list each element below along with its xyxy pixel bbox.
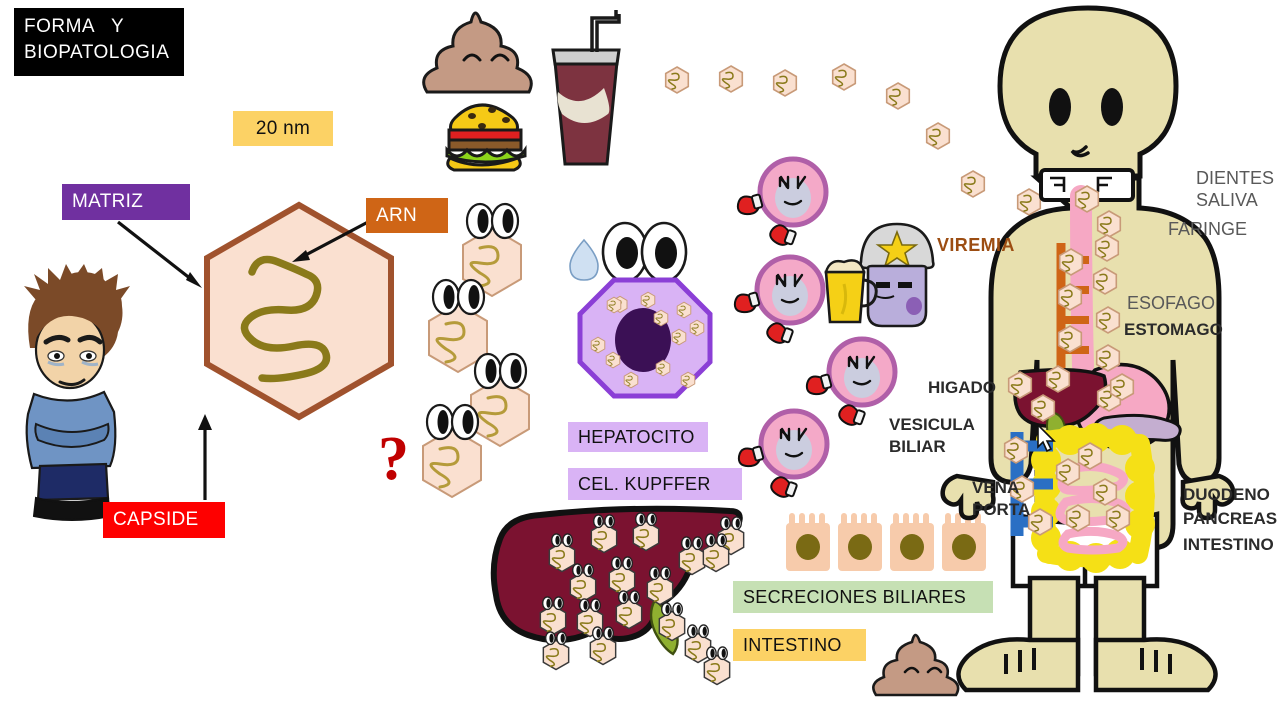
- label-vena: VENA: [972, 478, 1020, 497]
- hamburger-icon: [445, 103, 527, 172]
- label-viremia: VIREMIA: [937, 235, 1015, 255]
- hepatocyte-cell: [577, 221, 713, 399]
- human-body-figure: [940, 5, 1236, 693]
- kupffer-label-chip: CEL. KUPFFER: [568, 468, 742, 500]
- capside-label-chip: CAPSIDE: [103, 502, 225, 538]
- label-vesicula: VESICULA: [889, 415, 975, 434]
- page-title: FORMA Y BIOPATOLOGIA: [14, 8, 184, 76]
- matriz-label-chip: MATRIZ: [62, 184, 190, 220]
- label-duodeno: DUODENO: [1183, 485, 1270, 504]
- label-higado: HIGADO: [928, 378, 996, 397]
- water-drop-icon: [569, 238, 599, 281]
- size-label-chip: 20 nm: [233, 111, 333, 146]
- intestinal-epithelial-cells: [786, 513, 986, 571]
- label-faringe: FARINGE: [1168, 219, 1248, 239]
- label-pancreas: PANCREAS: [1183, 509, 1278, 528]
- label-saliva: SALIVA: [1196, 190, 1258, 210]
- kupffer-cell-group: [733, 159, 895, 500]
- virus-particle-group-left: [421, 202, 531, 499]
- label-biliar: BILIAR: [889, 437, 946, 456]
- secreciones-label-chip: SECRECIONES BILIARES: [733, 581, 993, 613]
- angry-boy-character: [24, 264, 130, 521]
- poop-emoji-bottom: [872, 633, 960, 697]
- liver-organ: [490, 505, 745, 686]
- virus-particle-stream-top: [664, 63, 1042, 216]
- intestino-label-chip: INTESTINO: [733, 629, 866, 661]
- title-line-2: BIOPATOLOGIA: [24, 42, 170, 63]
- soldier-beer-character: [824, 222, 935, 328]
- title-line-1: FORMA Y: [24, 16, 125, 37]
- label-porta: PORTA: [972, 500, 1031, 519]
- hepatocito-label-chip: HEPATOCITO: [568, 422, 708, 452]
- arn-label-chip: ARN: [366, 198, 448, 233]
- question-mark: ?: [378, 425, 409, 493]
- label-estomago: ESTOMAGO: [1124, 320, 1223, 339]
- callout-arrows: [117, 220, 369, 500]
- virus-capsid-diagram: [204, 201, 394, 421]
- poop-emoji-top: [422, 11, 533, 94]
- mouse-cursor: [1037, 423, 1056, 453]
- label-dientes: DIENTES: [1196, 168, 1275, 188]
- soda-cup-icon: [551, 10, 621, 166]
- label-intestino: INTESTINO: [1183, 535, 1274, 554]
- label-esofago: ESOFAGO: [1127, 293, 1216, 313]
